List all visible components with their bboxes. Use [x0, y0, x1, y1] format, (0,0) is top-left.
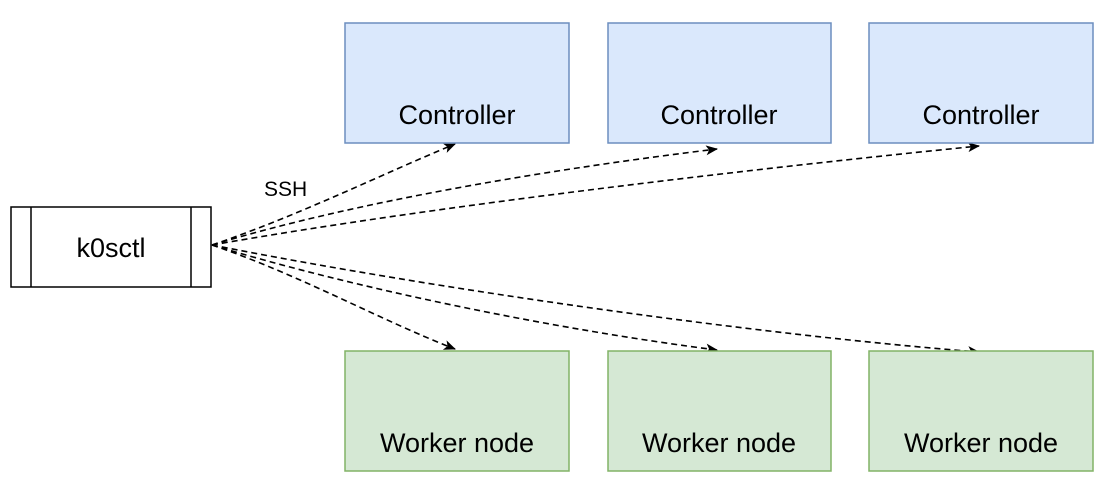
controller-box [344, 22, 570, 144]
ssh-edge-controller-2 [211, 145, 718, 246]
controller-node: Controller [868, 22, 1094, 144]
controller-label: Controller [922, 100, 1039, 130]
ssh-edge-worker-2 [211, 244, 718, 354]
worker-box [344, 350, 570, 472]
ssh-edge-controller-3 [211, 142, 980, 246]
k0sctl-node: k0sctl [10, 206, 212, 288]
worker-label: Worker node [904, 428, 1058, 458]
controller-node: Controller [344, 22, 570, 144]
controller-label: Controller [660, 100, 777, 130]
k0sctl-box [10, 206, 212, 288]
worker-node: Worker node [607, 350, 832, 472]
worker-label: Worker node [642, 428, 796, 458]
worker-box [607, 350, 832, 472]
controller-box [607, 22, 832, 144]
worker-node: Worker node [344, 350, 570, 472]
ssh-label: SSH [264, 178, 307, 201]
k0sctl-label: k0sctl [76, 233, 145, 263]
worker-node: Worker node [868, 350, 1094, 472]
ssh-connections [211, 142, 980, 357]
worker-box [868, 350, 1094, 472]
controller-box [868, 22, 1094, 144]
ssh-edge-worker-1 [211, 244, 456, 350]
ssh-edge-controller-1 [211, 143, 456, 246]
ssh-edge-worker-3 [211, 244, 980, 357]
controller-node: Controller [607, 22, 832, 144]
worker-label: Worker node [380, 428, 534, 458]
controller-label: Controller [398, 100, 515, 130]
